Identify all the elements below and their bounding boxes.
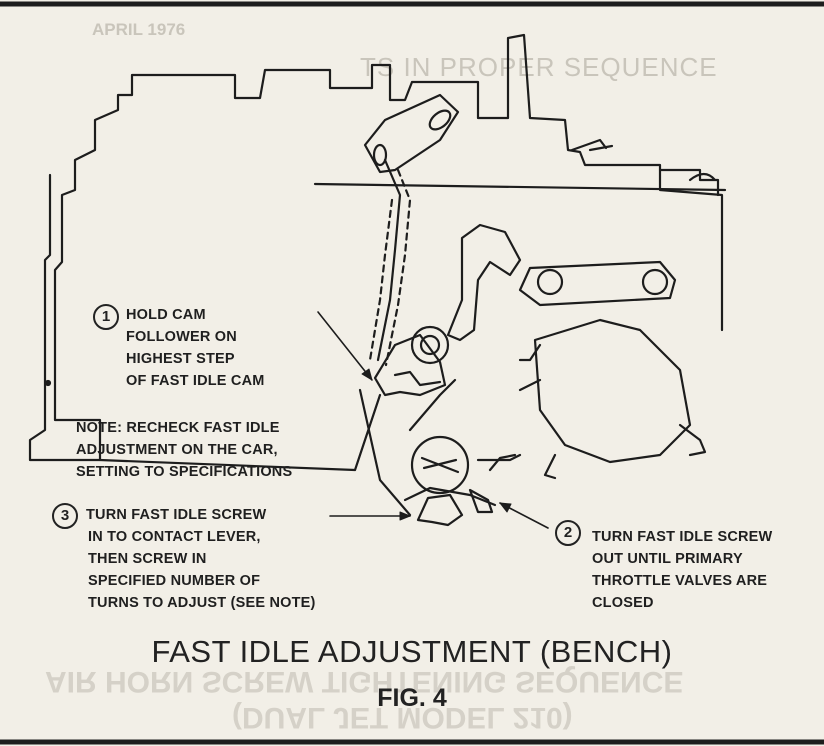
- choke-lever-hole: [372, 143, 388, 167]
- step-2-number: 2: [555, 520, 581, 546]
- leader-step-3-arrow: [399, 511, 411, 521]
- step-3-line-2: IN TO CONTACT LEVER,: [88, 529, 261, 545]
- link-plate: [518, 260, 677, 307]
- diaphragm-housing: [533, 318, 692, 464]
- throttle-shaft: [410, 435, 470, 495]
- faded-header-date: APRIL 1976: [92, 20, 186, 39]
- step-2-line-4: CLOSED: [592, 595, 654, 611]
- lower-lever: [416, 493, 464, 527]
- connector-rod-hidden: [384, 168, 412, 367]
- right-fitting: [658, 168, 720, 197]
- fast-idle-screw: [468, 488, 494, 514]
- step-2-line-2: OUT UNTIL PRIMARY: [592, 551, 743, 567]
- vacuum-arm: [518, 343, 557, 480]
- figure-number: FIG. 4: [377, 684, 447, 712]
- choke-lever: [363, 93, 460, 174]
- step-1-line-1: HOLD CAM: [126, 307, 206, 323]
- note-line-2: ADJUSTMENT ON THE CAR,: [76, 442, 278, 458]
- cam-follower: [373, 333, 447, 397]
- vacuum-nipple: [678, 423, 707, 457]
- step-1-line-2: FOLLOWER ON: [126, 329, 237, 345]
- step-1-line-4: OF FAST IDLE CAM: [126, 373, 265, 389]
- throttle-lever: [408, 378, 522, 462]
- leader-step-1-arrow: [361, 368, 373, 381]
- step-1-number: 1: [93, 304, 119, 330]
- top-bracket: [570, 138, 614, 152]
- step-3-line-3: THEN SCREW IN: [88, 551, 207, 567]
- note-line-1: NOTE: RECHECK FAST IDLE: [76, 420, 280, 436]
- leader-step-1: [317, 311, 373, 381]
- figure-title: FAST IDLE ADJUSTMENT (BENCH): [151, 634, 673, 669]
- cam-pivot: [410, 325, 450, 365]
- body-lower-edge: [98, 393, 382, 472]
- throttle-shaft-slot: [420, 456, 460, 474]
- link-plate-hole-right: [641, 268, 669, 296]
- leader-step-2-arrow: [499, 502, 512, 513]
- step-3-line-1: TURN FAST IDLE SCREW: [86, 507, 267, 523]
- step-3-line-5: TURNS TO ADJUST (SEE NOTE): [88, 595, 316, 611]
- step-2-line-1: TURN FAST IDLE SCREW: [592, 529, 773, 545]
- faded-page-title: TS IN PROPER SEQUENCE: [360, 52, 718, 82]
- note-line-3: SETTING TO SPECIFICATIONS: [76, 464, 293, 480]
- body-sweep: [358, 388, 412, 517]
- cover-line: [313, 182, 727, 192]
- fast-idle-screw-arm: [403, 486, 497, 507]
- cam-pivot-inner: [419, 334, 441, 356]
- step-3-line-4: SPECIFIED NUMBER OF: [88, 573, 261, 589]
- step-2-line-3: THROTTLE VALVES ARE: [592, 573, 768, 589]
- choke-lever-slot: [428, 109, 452, 131]
- carburetor-body-outline: [28, 33, 724, 462]
- link-plate-hole-left: [536, 268, 564, 296]
- fast-idle-cam: [446, 223, 522, 342]
- step-3-number: 3: [52, 503, 78, 529]
- step-1-line-3: HIGHEST STEP: [126, 351, 235, 367]
- connector-rod: [376, 158, 402, 362]
